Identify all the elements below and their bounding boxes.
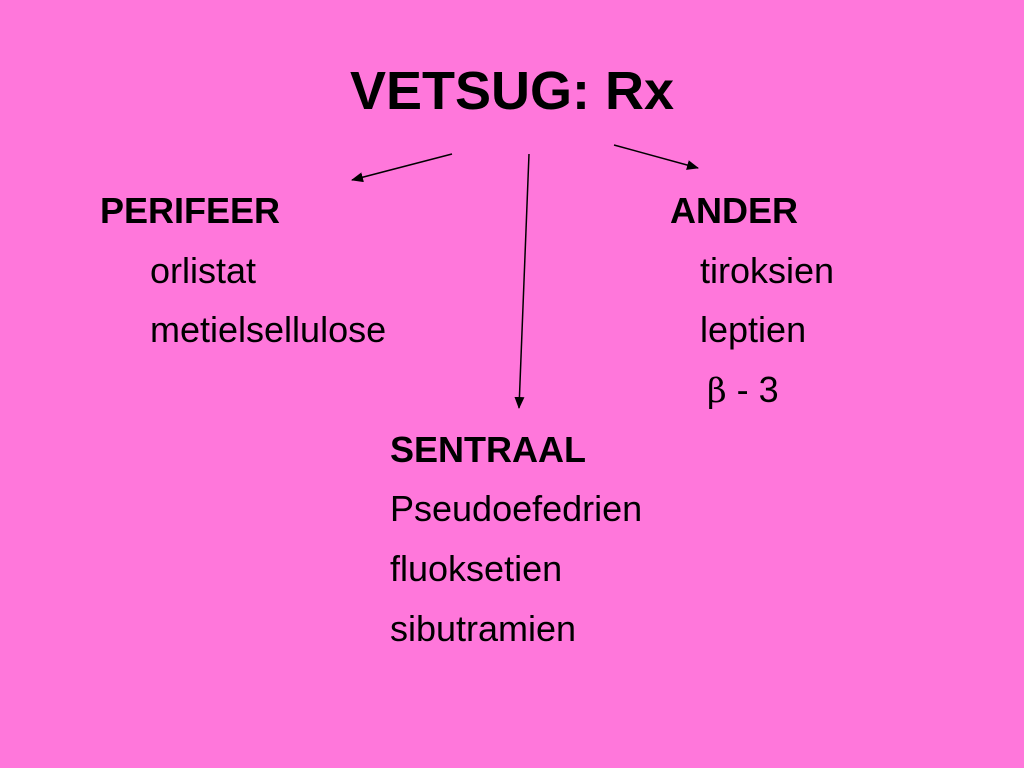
ander-heading: ANDER (670, 190, 799, 231)
beta-suffix: - 3 (726, 369, 779, 410)
arrow-to-ander (613, 144, 699, 170)
sentraal-item-pseudoefedrien: Pseudoefedrien (390, 488, 643, 529)
sentraal-item-fluoksetien: fluoksetien (390, 548, 563, 589)
ander-item-leptien: leptien (700, 309, 807, 350)
sentraal-item-sibutramien: sibutramien (390, 608, 577, 649)
perifeer-heading: PERIFEER (100, 190, 281, 231)
arrow-to-sentraal (514, 153, 530, 409)
ander-item-beta3: β - 3 (707, 369, 779, 411)
perifeer-item-metielsellulose: metielsellulose (150, 309, 387, 350)
ander-item-tiroksien: tiroksien (700, 250, 835, 291)
beta-symbol: β (707, 371, 727, 411)
slide-title: VETSUG: Rx (349, 61, 675, 121)
arrow-to-perifeer (351, 153, 453, 183)
perifeer-item-orlistat: orlistat (150, 250, 257, 291)
sentraal-heading: SENTRAAL (390, 429, 586, 470)
